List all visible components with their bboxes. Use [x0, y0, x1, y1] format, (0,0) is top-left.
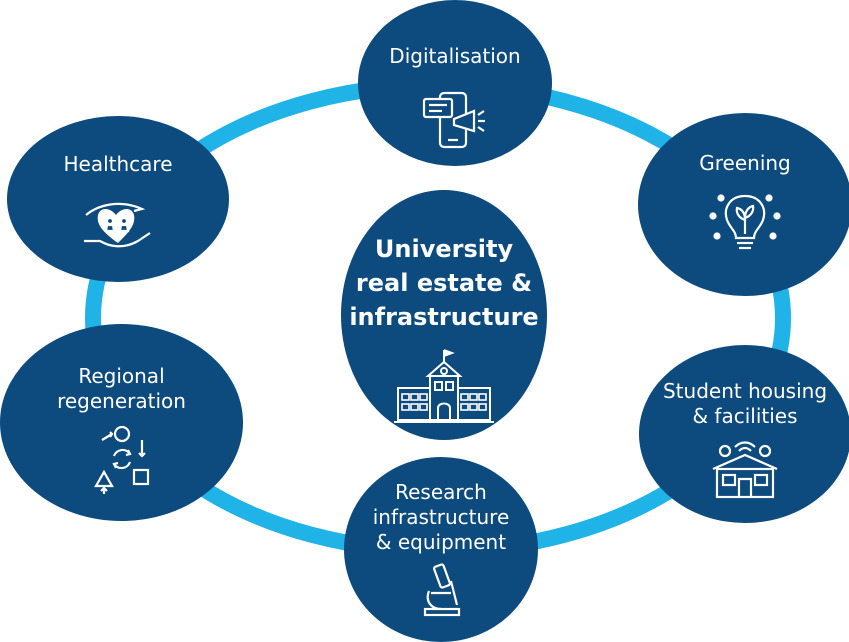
node-regional: Regional regeneration — [0, 324, 243, 521]
node-label: Digitalisation — [389, 44, 521, 68]
heart-hands-icon — [84, 202, 151, 248]
smart-house-icon — [712, 441, 778, 499]
node-greening: Greening — [638, 113, 849, 296]
cycle-shapes-icon — [93, 425, 149, 494]
center-label: University real estate & infrastructure — [349, 235, 539, 331]
lightbulb-leaf-icon — [709, 194, 781, 250]
node-label: Student housing & facilities — [662, 379, 828, 428]
node-label: Research infrastructure & equipment — [372, 480, 510, 554]
node-healthcare: Healthcare — [7, 116, 229, 282]
center-node: University real estate & infrastructure — [341, 190, 547, 440]
node-label: Regional regeneration — [57, 364, 186, 413]
microscope-icon — [423, 563, 461, 617]
university-building-icon — [394, 349, 494, 423]
node-label: Healthcare — [63, 152, 173, 176]
node-student-housing: Student housing & facilities — [639, 345, 849, 523]
node-label: Greening — [699, 151, 791, 175]
phone-megaphone-icon — [422, 91, 485, 149]
node-digitalisation: Digitalisation — [358, 0, 552, 166]
node-research: Research infrastructure & equipment — [344, 457, 538, 642]
